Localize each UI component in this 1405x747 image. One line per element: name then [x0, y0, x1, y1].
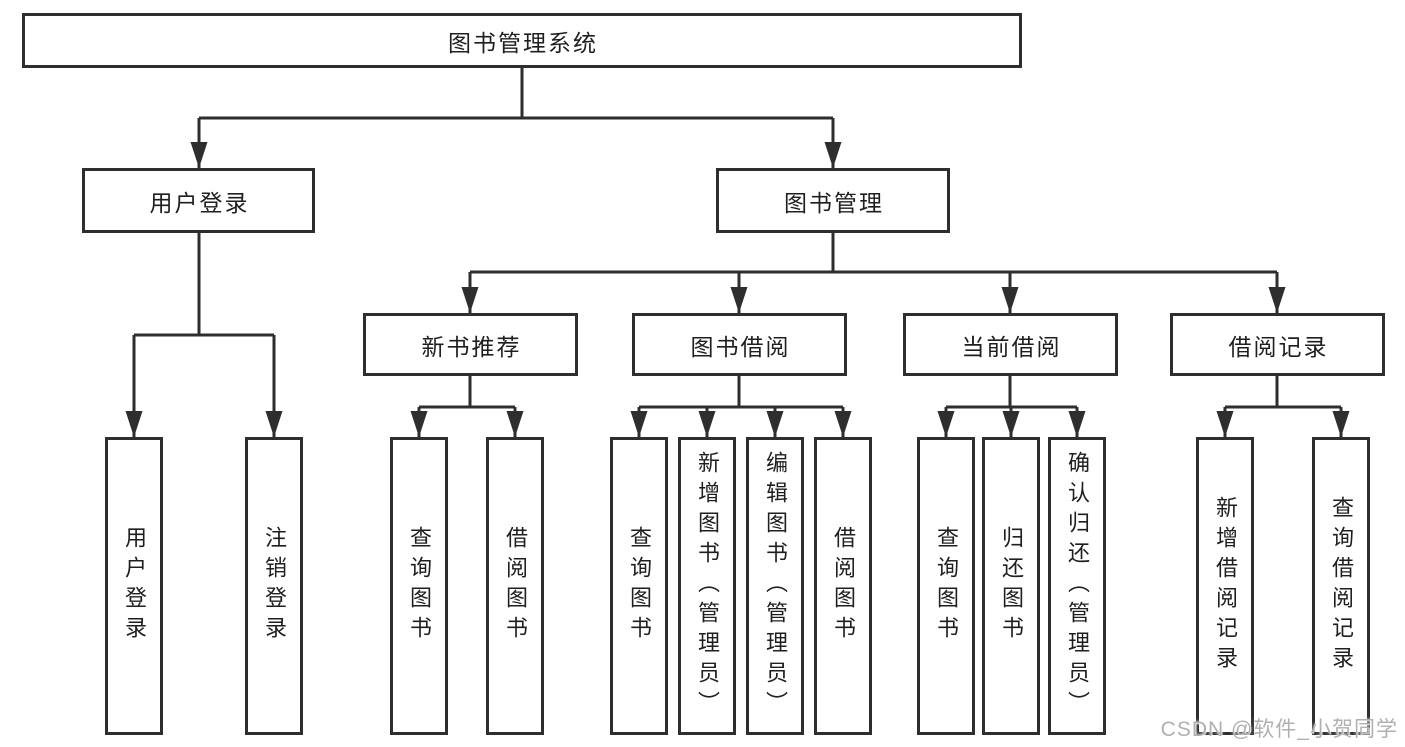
node-new-book-recommend-label: 新书推荐: [421, 333, 522, 360]
leaf-borrow-books-borrowing: 借阅图书: [814, 437, 872, 735]
node-borrowing-records: 借阅记录: [1170, 313, 1385, 376]
leaf-add-books-admin: 新增图书（管理员）: [678, 437, 736, 735]
leaf-query-books-current: 查询图书: [917, 437, 975, 735]
leaf-borrow-books-recommend: 借阅图书: [486, 437, 544, 735]
leaf-add-books-admin-label: 新增图书（管理员）: [695, 451, 720, 721]
node-root: 图书管理系统: [22, 13, 1022, 68]
leaf-query-books-recommend: 查询图书: [390, 437, 448, 735]
leaf-query-books-recommend-label: 查询图书: [407, 526, 432, 646]
leaf-query-borrow-record-label: 查询借阅记录: [1329, 496, 1354, 676]
node-current-borrowing-label: 当前借阅: [961, 333, 1062, 360]
leaf-edit-books-admin: 编辑图书（管理员）: [746, 437, 804, 735]
leaf-confirm-return-admin: 确认归还（管理员）: [1048, 437, 1106, 735]
leaf-logout-login-label: 注销登录: [262, 526, 287, 646]
node-borrowing-records-label: 借阅记录: [1228, 333, 1329, 360]
leaf-return-books: 归还图书: [982, 437, 1040, 735]
leaf-add-borrow-record: 新增借阅记录: [1196, 437, 1254, 735]
node-new-book-recommend: 新书推荐: [363, 313, 578, 376]
leaf-query-books-current-label: 查询图书: [934, 526, 959, 646]
node-current-borrowing: 当前借阅: [903, 313, 1118, 376]
leaf-borrow-books-borrowing-label: 借阅图书: [831, 526, 856, 646]
node-root-label: 图书管理系统: [448, 29, 598, 56]
node-user-login: 用户登录: [82, 168, 315, 233]
leaf-query-books-borrowing: 查询图书: [610, 437, 668, 735]
node-book-borrowing-label: 图书借阅: [690, 333, 791, 360]
leaf-query-borrow-record: 查询借阅记录: [1312, 437, 1370, 735]
node-book-borrowing: 图书借阅: [632, 313, 847, 376]
leaf-edit-books-admin-label: 编辑图书（管理员）: [763, 451, 788, 721]
leaf-user-login: 用户登录: [105, 437, 163, 735]
leaf-logout-login: 注销登录: [245, 437, 303, 735]
leaf-add-borrow-record-label: 新增借阅记录: [1213, 496, 1238, 676]
watermark: CSDN @软件_小贺同学: [1160, 718, 1398, 741]
leaf-query-books-borrowing-label: 查询图书: [627, 526, 652, 646]
node-book-management-label: 图书管理: [784, 189, 884, 216]
leaf-return-books-label: 归还图书: [999, 526, 1024, 646]
node-user-login-label: 用户登录: [149, 189, 250, 216]
leaf-confirm-return-admin-label: 确认归还（管理员）: [1065, 451, 1090, 721]
leaf-user-login-label: 用户登录: [122, 526, 147, 646]
node-book-management: 图书管理: [716, 168, 950, 233]
leaf-borrow-books-recommend-label: 借阅图书: [503, 526, 528, 646]
